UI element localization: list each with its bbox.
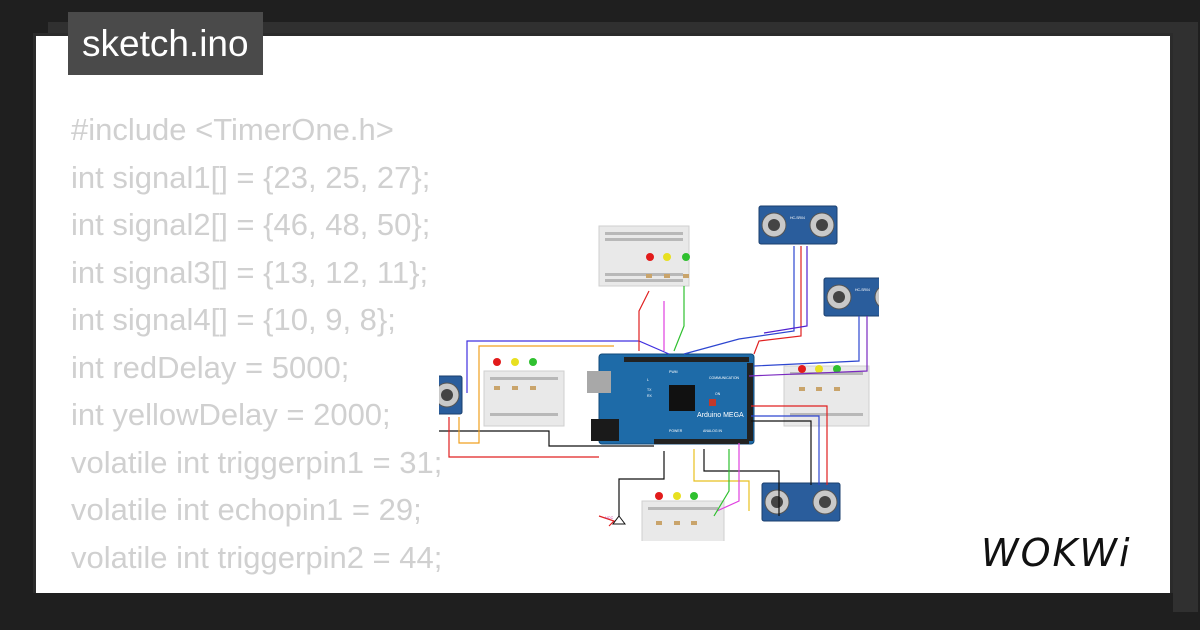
code-line: #include <TimerOne.h> bbox=[71, 112, 394, 147]
board-led-rx: RX bbox=[647, 394, 653, 398]
wokwi-logo: WOKWi bbox=[981, 531, 1132, 575]
wokwi-logo-text: WOKWi bbox=[981, 531, 1132, 575]
board-on-label: ON bbox=[715, 392, 721, 396]
board-comm-label: COMMUNICATION bbox=[709, 376, 740, 380]
board-led-l: L bbox=[647, 378, 649, 382]
code-line: int redDelay = 5000; bbox=[71, 349, 350, 385]
code-line: int signal2[] = {46, 48, 50}; bbox=[71, 207, 431, 242]
code-line: int signal1[] = {23, 25, 27}; bbox=[71, 159, 431, 195]
traffic-light-top bbox=[646, 253, 690, 278]
power-jack bbox=[591, 419, 619, 441]
arduino-mega-board: Arduino MEGA PWM COMMUNICATION POWER ANA… bbox=[587, 353, 755, 445]
sensor-1-label: HC-SR04 bbox=[790, 216, 805, 220]
board-power-label: POWER bbox=[669, 429, 683, 433]
bottom-edge bbox=[33, 593, 1173, 630]
vcc-label: VCC bbox=[605, 515, 614, 520]
ultrasonic-sensor-2: HC-SR04 bbox=[823, 277, 879, 317]
code-line: volatile int triggerpin2 = 44; bbox=[71, 539, 443, 575]
circuit-diagram: Arduino MEGA PWM COMMUNICATION POWER ANA… bbox=[439, 205, 879, 541]
board-led-tx: TX bbox=[647, 388, 652, 392]
code-preview: #include <TimerOne.h> int signal1[] = {2… bbox=[71, 106, 443, 599]
board-name: Arduino MEGA bbox=[697, 412, 744, 419]
ultrasonic-sensor-3 bbox=[439, 375, 463, 415]
code-line: volatile int echopin1 = 29; bbox=[71, 492, 422, 527]
sensor-2-label: HC-SR04 bbox=[855, 288, 870, 292]
code-line: int signal4[] = {10, 9, 8}; bbox=[71, 302, 396, 337]
wires bbox=[439, 246, 868, 527]
traffic-light-right bbox=[798, 365, 841, 391]
ground-symbol bbox=[612, 515, 626, 525]
board-pwm-label: PWM bbox=[669, 370, 678, 374]
breadboard-bottom bbox=[641, 500, 725, 541]
ultrasonic-sensor-1: HC-SR04 bbox=[758, 205, 838, 245]
breadboard-top bbox=[598, 225, 690, 287]
code-line: volatile int triggerpin1 = 31; bbox=[71, 444, 443, 480]
ultrasonic-sensor-4 bbox=[761, 482, 841, 522]
preview-card: #include <TimerOne.h> int signal1[] = {2… bbox=[33, 33, 1173, 602]
file-title: sketch.ino bbox=[68, 12, 263, 75]
mcu-chip bbox=[669, 385, 695, 411]
code-line: int signal3[] = {13, 12, 11}; bbox=[71, 254, 429, 290]
breadboard-left bbox=[483, 370, 565, 427]
code-line: int yellowDelay = 2000; bbox=[71, 397, 391, 432]
traffic-light-left bbox=[493, 358, 537, 390]
usb-port bbox=[587, 371, 611, 393]
reset-button bbox=[709, 399, 716, 406]
traffic-light-bottom bbox=[655, 492, 698, 525]
board-analog-label: ANALOG IN bbox=[703, 429, 723, 433]
